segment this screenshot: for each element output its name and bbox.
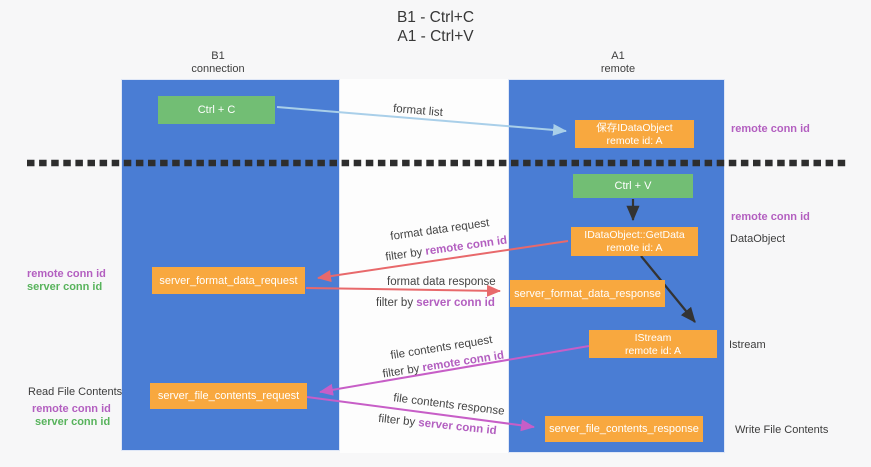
left-server-conn-id-label-2: server conn id <box>35 416 111 428</box>
format-data-response-label: format data response <box>387 276 496 288</box>
left-server-conn-id-label-1: server conn id <box>27 281 103 293</box>
format-list-arrow <box>276 106 567 136</box>
diagram-title: B1 - Ctrl+C A1 - Ctrl+V <box>0 8 871 46</box>
server-format-data-request-box: server_format_data_request <box>152 267 305 294</box>
left-remote-conn-id-label-1: remote conn id <box>27 268 106 280</box>
idataobject-getdata-line2: remote id: A <box>606 242 663 254</box>
lifeline-a1-name: A1 <box>611 50 625 62</box>
saved-idataobject-line1: 保存IDataObject <box>596 122 673 134</box>
write-file-contents-label: Write File Contents <box>735 424 829 436</box>
filter-by-text: filter by <box>376 297 417 309</box>
istream-line1: IStream <box>634 332 672 344</box>
istream-side-label: Istream <box>729 339 766 351</box>
title-line-b1: B1 - Ctrl+C <box>396 9 475 26</box>
file-contents-request-arrow <box>319 345 590 396</box>
lifeline-a1-role: remote <box>600 63 636 75</box>
format-data-request-arrow <box>317 240 569 283</box>
read-file-contents-label: Read File Contents <box>28 386 123 398</box>
remote-conn-id-top-right-label: remote conn id <box>731 123 810 135</box>
server-file-contents-response-box: server_file_contents_response <box>545 416 703 442</box>
getdata-to-istream-arrow <box>640 255 696 323</box>
idataobject-getdata-box: IDataObject::GetData remote id: A <box>571 227 698 256</box>
lifeline-b1-role: connection <box>191 63 245 75</box>
saved-idataobject-box: 保存IDataObject remote id: A <box>575 120 694 148</box>
title-line-a1: A1 - Ctrl+V <box>397 28 474 45</box>
istream-box: IStream remote id: A <box>589 330 717 358</box>
center-gap-strip <box>340 79 508 453</box>
ctrl-c-action-box: Ctrl + C <box>158 96 275 124</box>
left-remote-conn-id-label-2: remote conn id <box>32 403 111 415</box>
remote-conn-id-mid-right-label: remote conn id <box>731 211 810 223</box>
format-data-response-arrow <box>305 284 501 297</box>
lifeline-header-b1: B1 connection <box>158 50 278 76</box>
istream-line2: remote id: A <box>624 345 682 357</box>
ctrl-v-action-box: Ctrl + V <box>573 174 693 198</box>
lifeline-header-a1: A1 remote <box>558 50 678 76</box>
file-contents-response-arrow <box>306 396 535 432</box>
server-format-data-response-box: server_format_data_response <box>510 280 665 307</box>
server-file-contents-request-box: server_file_contents_request <box>150 383 307 409</box>
lifeline-b1-name: B1 <box>211 50 225 62</box>
dataobject-label: DataObject <box>730 233 786 245</box>
filter-by-server-conn-id-label-1: filter by server conn id <box>376 297 495 309</box>
idataobject-getdata-line1: IDataObject::GetData <box>584 229 685 241</box>
server-conn-id-text: server conn id <box>416 297 495 309</box>
saved-idataobject-line2: remote id: A <box>606 135 663 147</box>
